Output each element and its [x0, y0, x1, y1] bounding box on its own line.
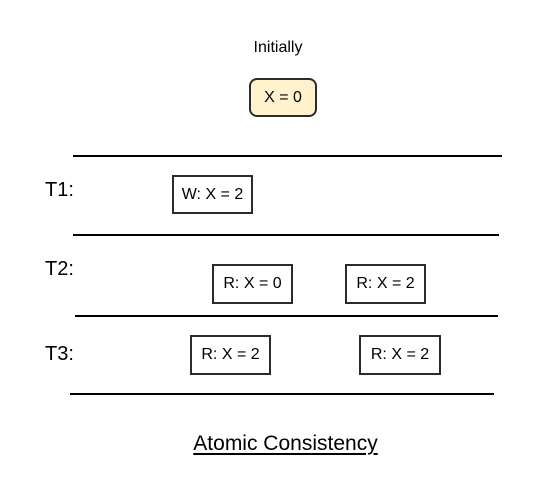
initial-value-text: X = 0: [264, 88, 302, 106]
t1-write-op-box: W: X = 2: [172, 175, 253, 214]
initial-label: Initially: [253, 39, 303, 56]
t3-op-2-text: R: X = 2: [370, 346, 430, 363]
t3-read-op-box-2: R: X = 2: [359, 335, 441, 375]
t2-read-op-box-1: R: X = 0: [212, 264, 293, 304]
diagram-caption: Atomic Consistency: [193, 432, 378, 455]
divider-top: [73, 155, 502, 157]
thread-label-t2: T2:: [45, 258, 74, 280]
t3-read-op-box-1: R: X = 2: [190, 335, 271, 375]
divider-t1-t2: [73, 234, 499, 236]
t3-op-1-text: R: X = 2: [201, 346, 260, 363]
t2-op-2-text: R: X = 2: [356, 275, 415, 292]
initial-value-box: X = 0: [249, 78, 317, 117]
t2-read-op-box-2: R: X = 2: [345, 264, 426, 304]
t2-op-1-text: R: X = 0: [223, 275, 282, 292]
thread-label-t3: T3:: [45, 343, 74, 365]
divider-bottom: [70, 393, 494, 395]
t1-op-1-text: W: X = 2: [181, 185, 244, 203]
divider-t2-t3: [75, 315, 498, 317]
thread-label-t1: T1:: [45, 179, 74, 201]
